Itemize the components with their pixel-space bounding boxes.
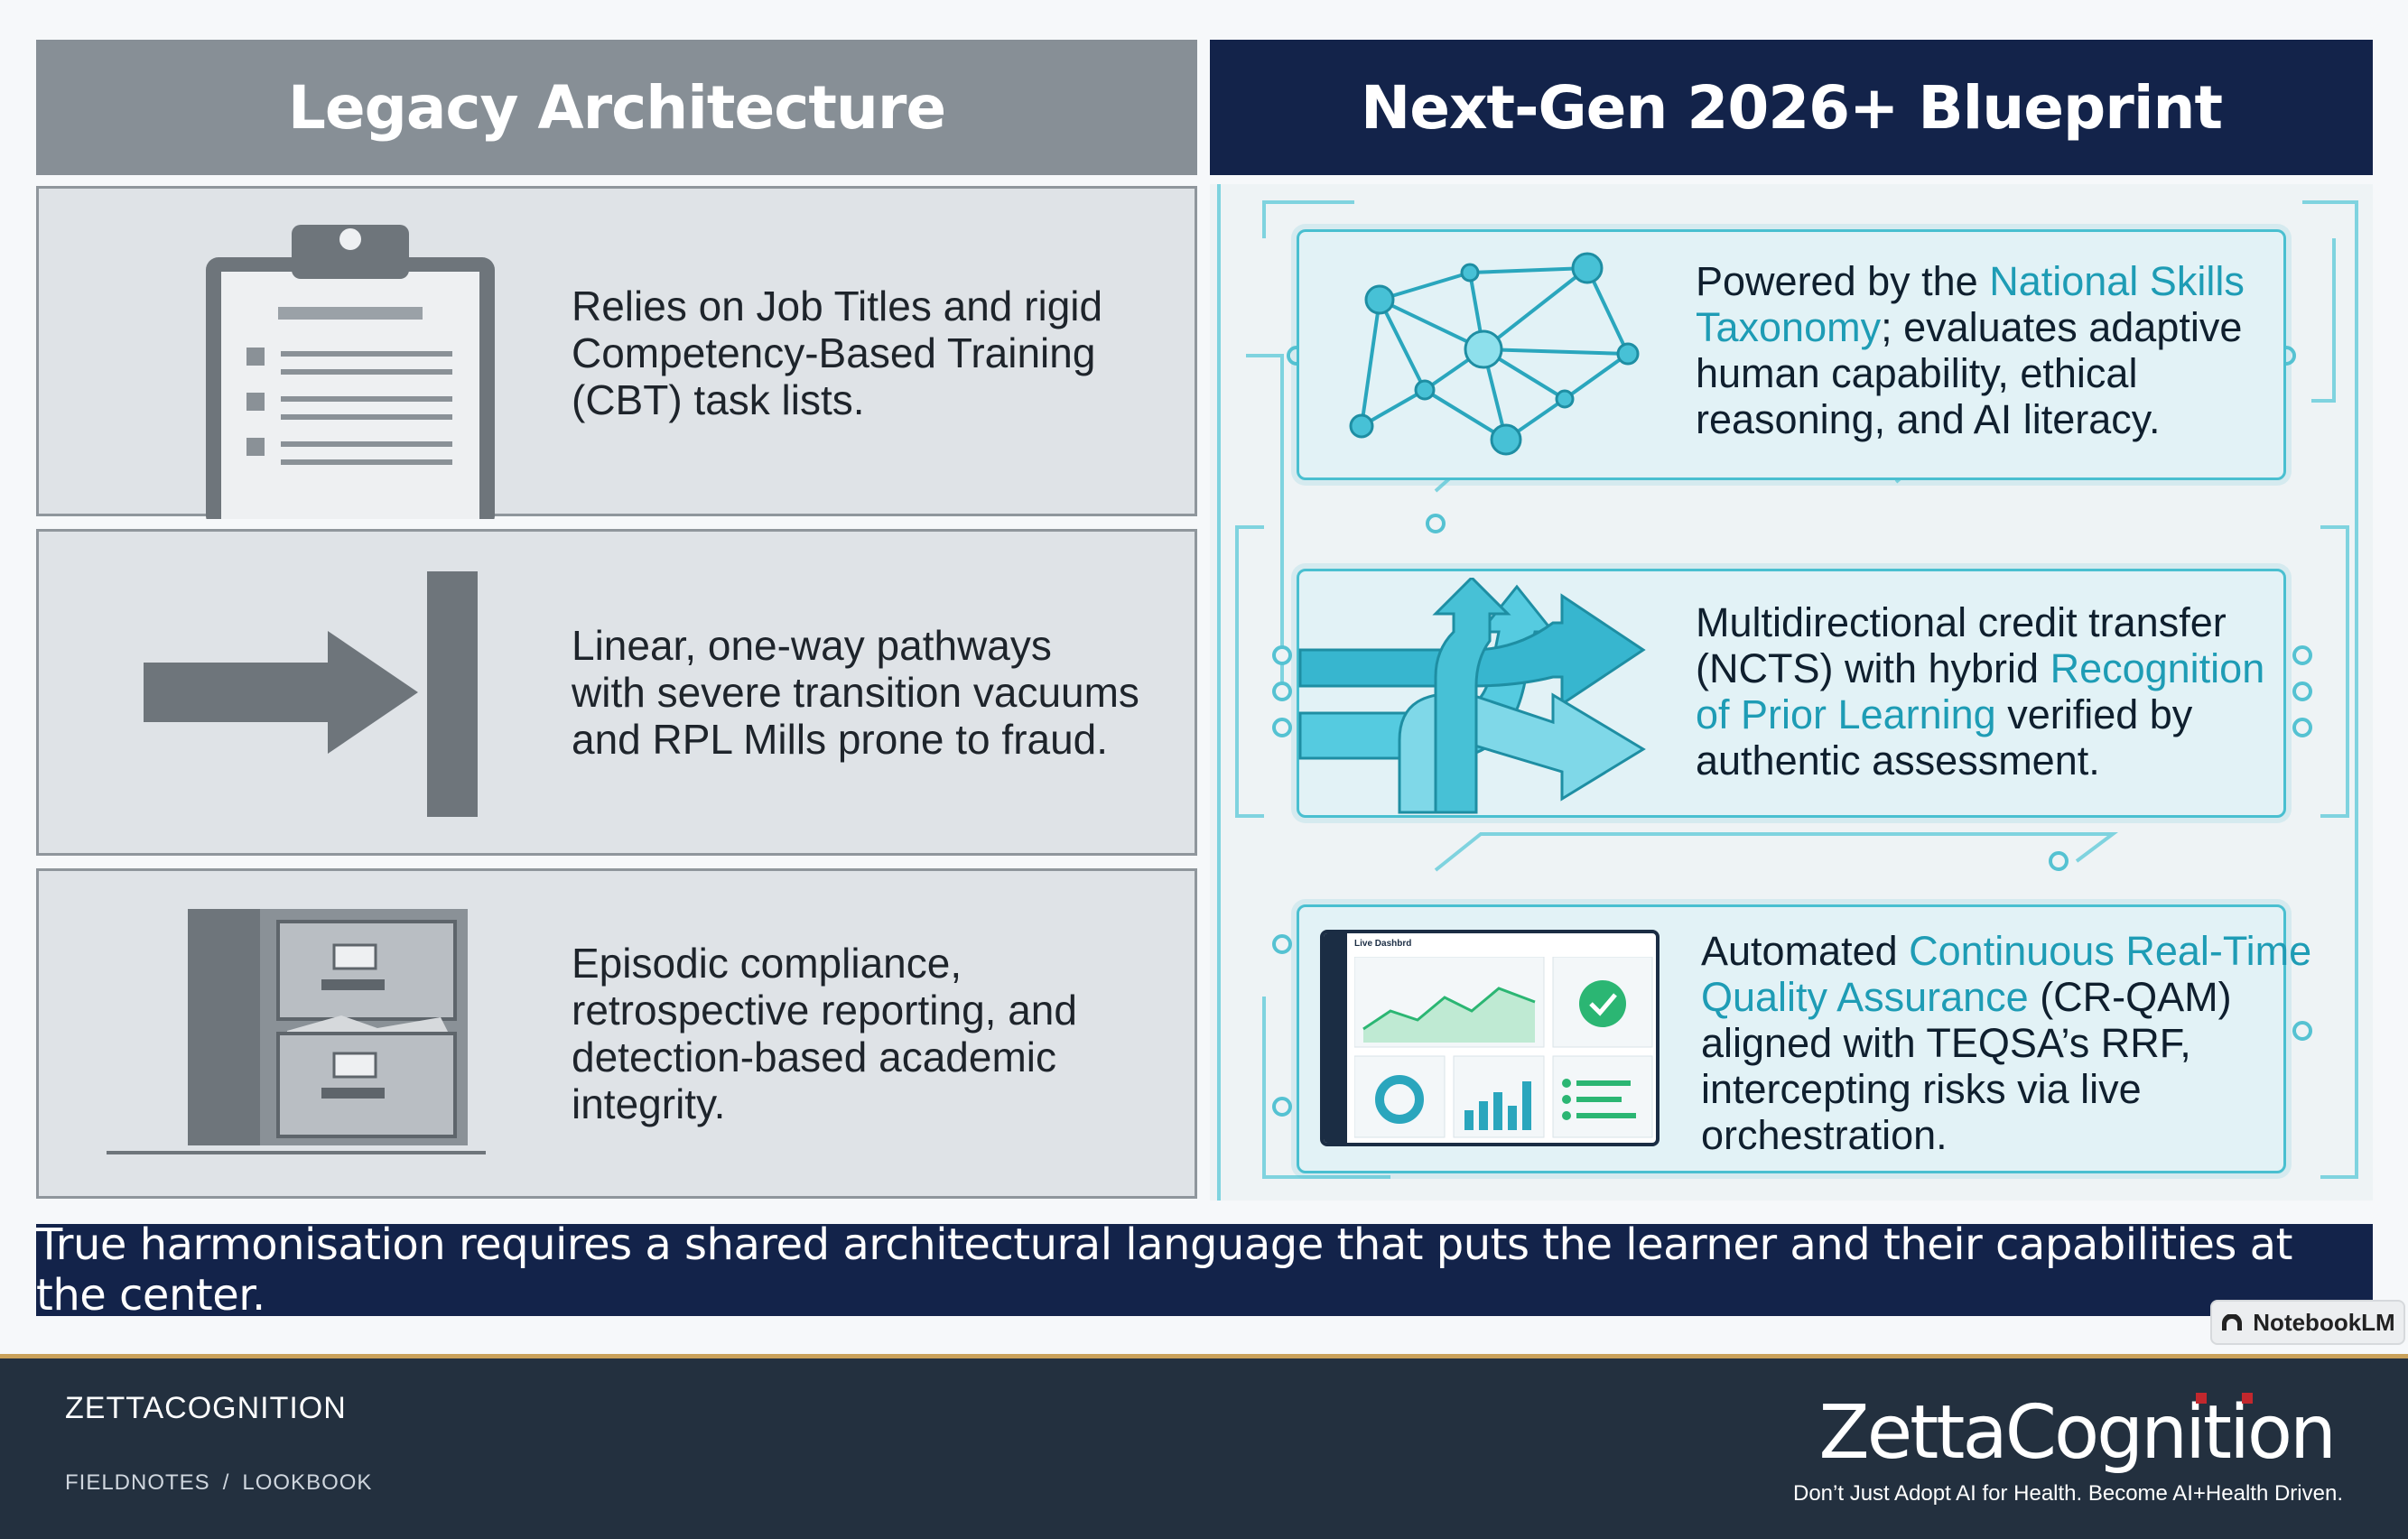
notebooklm-label: NotebookLM <box>2253 1308 2395 1336</box>
network-icon <box>1349 252 1640 456</box>
svg-text:ZettaCognition: ZettaCognition <box>1819 1390 2334 1476</box>
footer-tagline: Don’t Just Adopt AI for Health. Become A… <box>1793 1481 2343 1506</box>
dashboard-icon: Live Dashbrd <box>1320 930 1660 1146</box>
filing-cabinet-icon <box>107 909 486 1154</box>
notebooklm-badge: NotebookLM <box>2210 1300 2405 1345</box>
clipboard-icon <box>206 225 495 519</box>
notebooklm-logo-icon <box>2222 1314 2243 1330</box>
legacy-card-job-titles: Relies on Job Titles and rigid Competenc… <box>36 186 1197 519</box>
dashboard-title: Live Dashbrd <box>1354 939 1412 949</box>
crumb-lookbook[interactable]: LOOKBOOK <box>242 1470 373 1495</box>
blocked-arrow-icon <box>144 571 478 817</box>
footer-brand[interactable]: ZETTACOGNITION <box>65 1391 347 1425</box>
legacy-card-episodic-compliance: Episodic compliance, retrospective repor… <box>36 868 1197 1199</box>
infographic-slide: Legacy Architecture Next-Gen 2026+ Bluep… <box>36 40 2373 1321</box>
multidirectional-arrows-icon <box>1298 578 1646 814</box>
site-footer: ZETTACOGNITION FIELDNOTES / LOOKBOOK Zet… <box>0 1354 2408 1539</box>
zettacognition-logo[interactable]: ZettaCognition <box>1783 1386 2343 1476</box>
legacy-header: Legacy Architecture <box>36 40 1197 175</box>
footer-breadcrumb: FIELDNOTES / LOOKBOOK <box>65 1470 372 1496</box>
crumb-separator: / <box>222 1470 230 1495</box>
legacy-text-3: Episodic compliance, retrospective repor… <box>572 940 1077 1127</box>
next-text-3: Automated Continuous Real-Time Quality A… <box>1701 928 2312 1158</box>
next-text-2: Multidirectional credit transfer (NCTS) … <box>1696 599 2265 783</box>
summary-banner: True harmonisation requires a shared arc… <box>36 1219 2373 1321</box>
legacy-text-1: Relies on Job Titles and rigid Competenc… <box>572 283 1103 423</box>
legacy-text-2: Linear, one-way pathways with severe tra… <box>572 622 1139 763</box>
crumb-fieldnotes[interactable]: FIELDNOTES <box>65 1470 210 1495</box>
next-text-1: Powered by the National Skills Taxonomy;… <box>1696 258 2245 442</box>
next-gen-header: Next-Gen 2026+ Blueprint <box>1210 40 2373 175</box>
legacy-card-linear-pathways: Linear, one-way pathways with severe tra… <box>36 529 1197 856</box>
